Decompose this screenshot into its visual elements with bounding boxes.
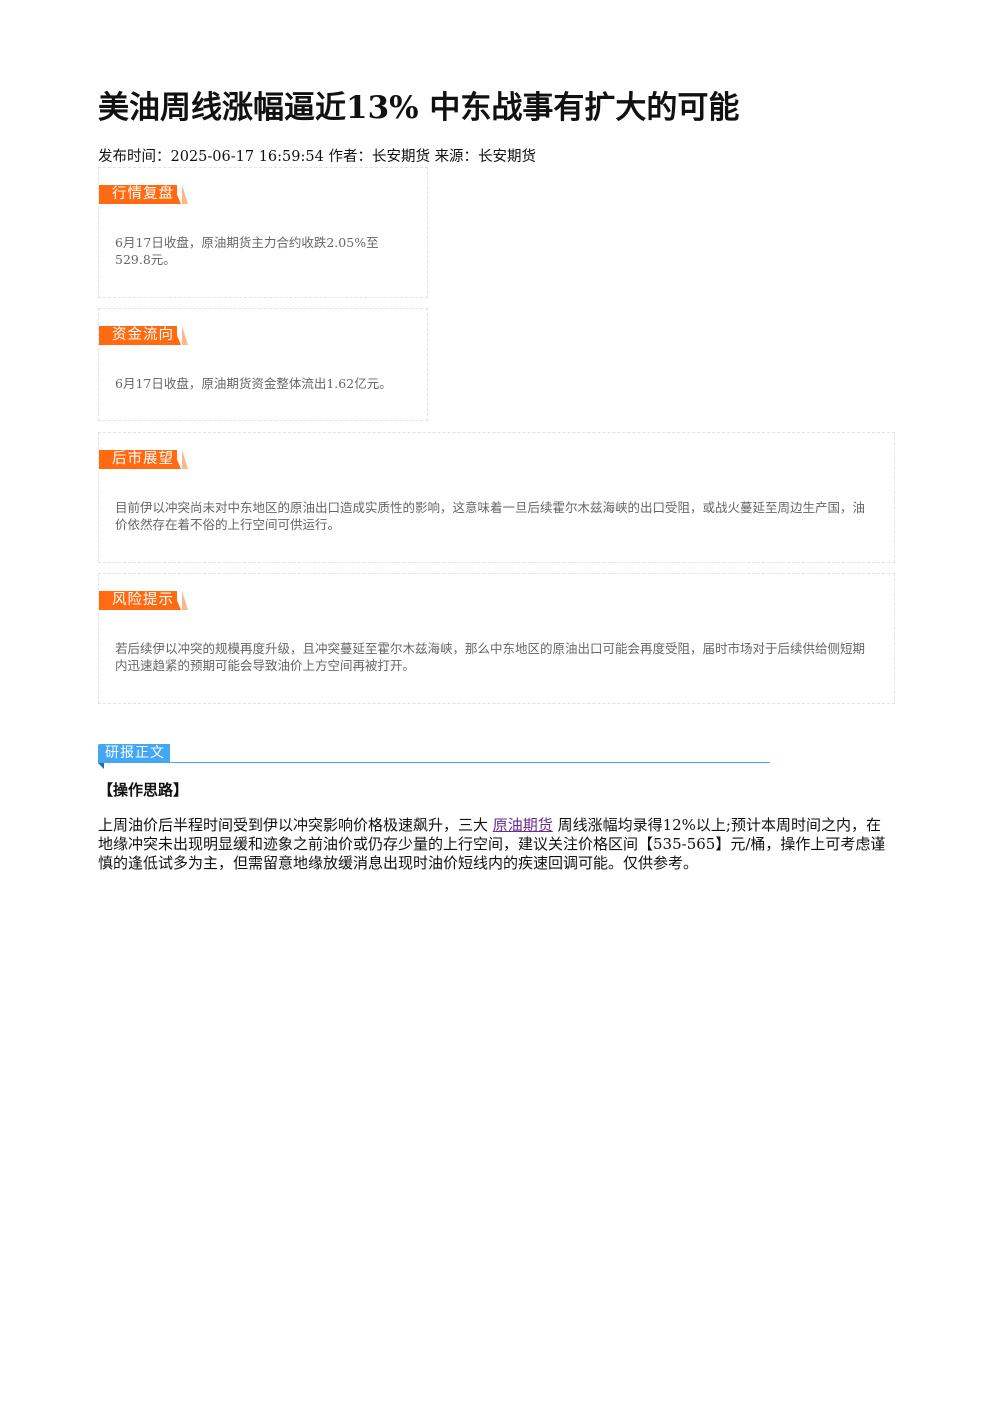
outlook-card: 后市展望 目前伊以冲突尚未对中东地区的原油出口造成实质性的影响，这意味着一旦后续… <box>98 432 895 563</box>
operation-body: 上周油价后半程时间受到伊以冲突影响价格极速飙升，三大 原油期货 周线涨幅均录得1… <box>98 816 893 873</box>
author-name: 长安期货 <box>371 149 430 165</box>
ribbon-fold <box>98 763 104 769</box>
card-tag: 资金流向 <box>99 326 189 345</box>
card-tag: 行情复盘 <box>99 185 189 204</box>
author-label: 作者： <box>328 149 372 165</box>
card-text: 6月17日收盘，原油期货主力合约收跌2.05%至529.8元。 <box>115 235 379 267</box>
section-divider <box>170 762 770 763</box>
source-label: 来源： <box>434 149 479 165</box>
body-text-before-link: 上周油价后半程时间受到伊以冲突影响价格极速飙升，三大 <box>98 816 493 834</box>
card-text: 若后续伊以冲突的规模再度升级，且冲突蔓延至霍尔木兹海峡，那么中东地区的原油出口可… <box>115 641 866 673</box>
publish-label: 发布时间： <box>98 149 171 165</box>
risk-warning-card: 风险提示 若后续伊以冲突的规模再度升级，且冲突蔓延至霍尔木兹海峡，那么中东地区的… <box>98 573 895 704</box>
publish-time: 2025-06-17 16:59:54 <box>170 149 324 165</box>
card-tag-label: 风险提示 <box>112 592 174 608</box>
source-name: 长安期货 <box>478 149 537 165</box>
card-tag: 风险提示 <box>99 591 189 610</box>
article-title: 美油周线涨幅逼近13% 中东战事有扩大的可能 <box>98 90 740 126</box>
card-tag: 后市展望 <box>99 450 189 469</box>
report-section-label: 研报正文 <box>98 744 170 763</box>
body-text-after-link: 周线涨幅均录得12%以上;预计本周时间之内，在地缘冲突未出现明显缓和迹象之前油价… <box>98 816 886 872</box>
report-section-header: 研报正文 <box>98 744 770 772</box>
crude-oil-futures-link[interactable]: 原油期货 <box>492 816 553 834</box>
market-review-card: 行情复盘 6月17日收盘，原油期货主力合约收跌2.05%至529.8元。 <box>98 167 428 298</box>
card-tag-label: 资金流向 <box>112 327 174 343</box>
card-tag-label: 后市展望 <box>112 451 174 467</box>
card-tag-label: 行情复盘 <box>112 186 174 202</box>
capital-flow-card: 资金流向 6月17日收盘，原油期货资金整体流出1.62亿元。 <box>98 308 428 421</box>
operation-heading: 【操作思路】 <box>98 781 189 799</box>
card-text: 目前伊以冲突尚未对中东地区的原油出口造成实质性的影响，这意味着一旦后续霍尔木兹海… <box>115 500 866 532</box>
card-text: 6月17日收盘，原油期货资金整体流出1.62亿元。 <box>115 376 392 391</box>
article-meta: 发布时间：2025-06-17 16:59:54 作者：长安期货 来源：长安期货 <box>98 146 536 168</box>
